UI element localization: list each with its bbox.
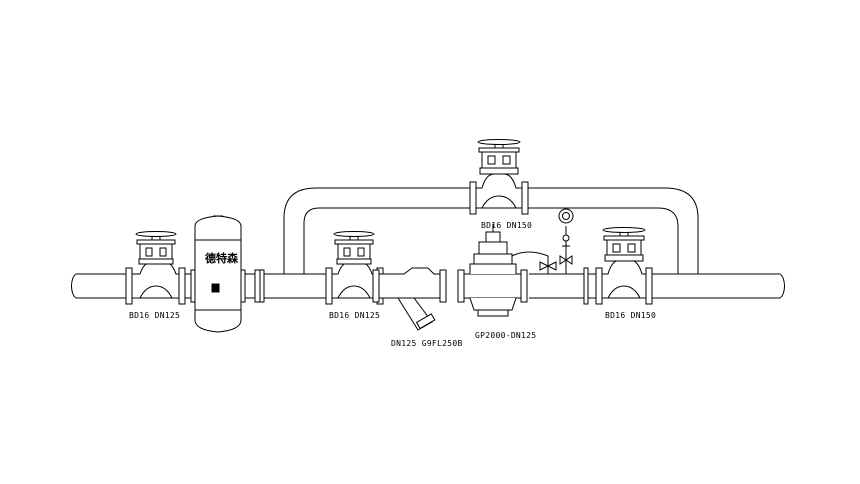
bypass-pipe xyxy=(283,187,699,274)
steam-separator: 德特森 xyxy=(190,215,246,333)
pressure-regulator xyxy=(457,224,549,317)
valve-right-label: BD16 DN150 xyxy=(605,311,656,320)
regulator-label: GP2000-DN125 xyxy=(475,331,536,340)
gate-valve-right xyxy=(595,227,653,305)
y-strainer xyxy=(372,267,447,331)
strainer-label: DN125 G9FL250B xyxy=(391,339,463,348)
flange-coupling xyxy=(254,269,265,303)
gate-valve-bypass xyxy=(469,139,529,215)
sensing-line xyxy=(539,208,589,305)
valve-bypass-label: BD16 DN150 xyxy=(481,221,532,230)
valve-middle-label: BD16 DN125 xyxy=(329,311,380,320)
gate-valve-left xyxy=(125,231,186,305)
separator-brand-label: 德特森 xyxy=(204,251,239,265)
valve-left-label: BD16 DN125 xyxy=(129,311,180,320)
